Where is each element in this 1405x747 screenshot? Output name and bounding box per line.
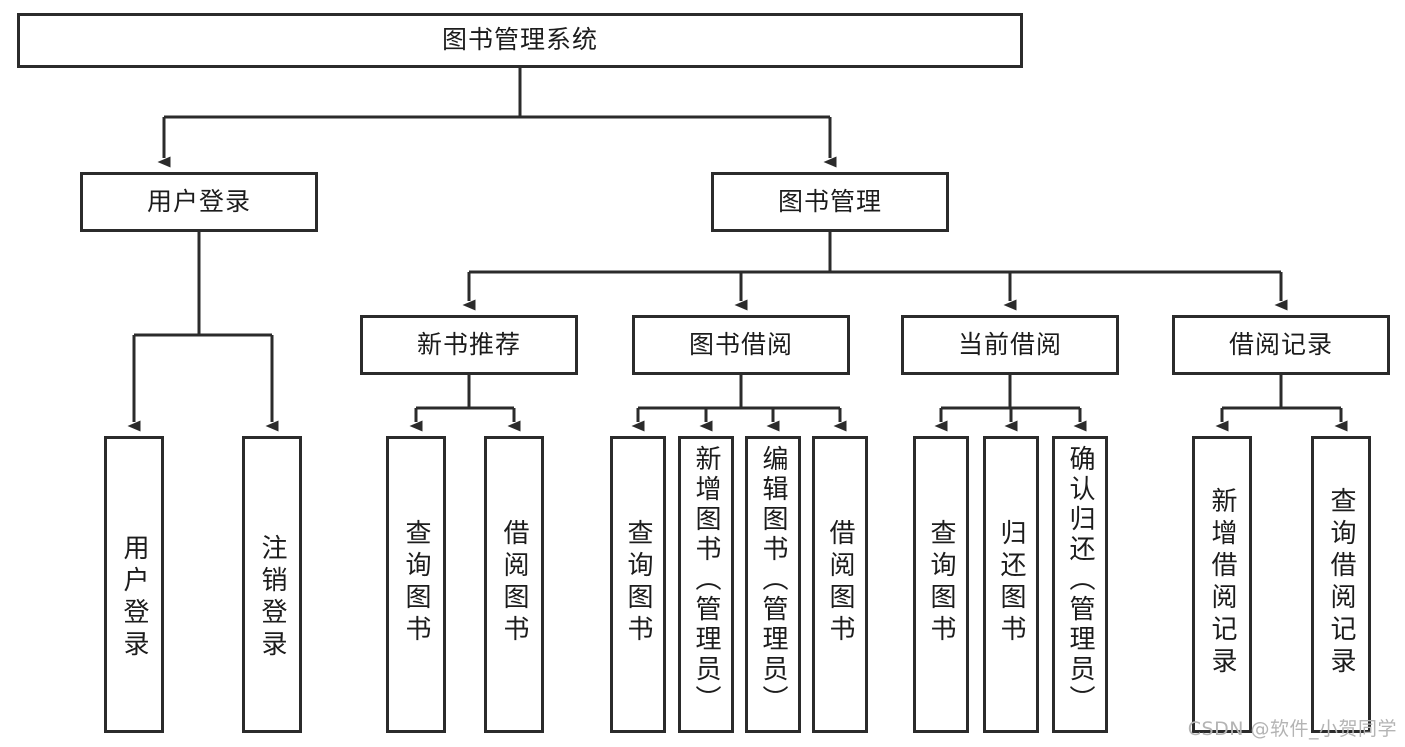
leaf-logout-login[interactable]: 注销登录: [242, 436, 302, 733]
node-borrow-records-label: 借阅记录: [1228, 329, 1333, 359]
leaf-add-borrow-record-label: 新增借阅记录: [1207, 487, 1237, 679]
node-root[interactable]: 图书管理系统: [17, 13, 1023, 68]
node-borrow-records[interactable]: 借阅记录: [1172, 315, 1390, 375]
node-book-management[interactable]: 图书管理: [711, 172, 949, 232]
leaf-query-book-current[interactable]: 查询图书: [913, 436, 969, 733]
leaf-query-book-recommend[interactable]: 查询图书: [386, 436, 446, 733]
node-book-borrow-label: 图书借阅: [688, 329, 793, 359]
leaf-add-book-admin[interactable]: 新增图书（管理员）: [678, 436, 734, 733]
node-new-book-recommend-label: 新书推荐: [416, 329, 521, 359]
leaf-user-login-label: 用户登录: [119, 534, 149, 662]
leaf-query-book-borrow-label: 查询图书: [623, 519, 653, 647]
leaf-edit-book-admin[interactable]: 编辑图书（管理员）: [745, 436, 801, 733]
leaf-return-book-label: 归还图书: [996, 519, 1026, 647]
leaf-return-book[interactable]: 归还图书: [983, 436, 1039, 733]
node-current-borrow-label: 当前借阅: [957, 329, 1062, 359]
node-book-management-label: 图书管理: [777, 186, 882, 216]
node-root-label: 图书管理系统: [441, 25, 598, 55]
node-user-login[interactable]: 用户登录: [80, 172, 318, 232]
node-user-login-label: 用户登录: [146, 186, 251, 216]
leaf-edit-book-admin-label: 编辑图书（管理员）: [758, 445, 788, 715]
leaf-add-book-admin-label: 新增图书（管理员）: [691, 445, 721, 715]
leaf-add-borrow-record[interactable]: 新增借阅记录: [1192, 436, 1252, 733]
leaf-query-book-borrow[interactable]: 查询图书: [610, 436, 666, 733]
leaf-borrow-book-recommend-label: 借阅图书: [499, 519, 529, 647]
leaf-logout-login-label: 注销登录: [257, 534, 287, 662]
node-book-borrow[interactable]: 图书借阅: [632, 315, 850, 375]
watermark-text: CSDN @软件_小贺同学: [1187, 718, 1397, 740]
leaf-borrow-book[interactable]: 借阅图书: [812, 436, 868, 733]
leaf-query-book-recommend-label: 查询图书: [401, 519, 431, 647]
leaf-borrow-book-recommend[interactable]: 借阅图书: [484, 436, 544, 733]
leaf-confirm-return-admin[interactable]: 确认归还（管理员）: [1052, 436, 1108, 733]
leaf-query-borrow-record[interactable]: 查询借阅记录: [1311, 436, 1371, 733]
leaf-query-borrow-record-label: 查询借阅记录: [1326, 487, 1356, 679]
leaf-user-login[interactable]: 用户登录: [104, 436, 164, 733]
leaf-confirm-return-admin-label: 确认归还（管理员）: [1065, 445, 1095, 715]
node-new-book-recommend[interactable]: 新书推荐: [360, 315, 578, 375]
node-current-borrow[interactable]: 当前借阅: [901, 315, 1119, 375]
leaf-query-book-current-label: 查询图书: [926, 519, 956, 647]
leaf-borrow-book-label: 借阅图书: [825, 519, 855, 647]
